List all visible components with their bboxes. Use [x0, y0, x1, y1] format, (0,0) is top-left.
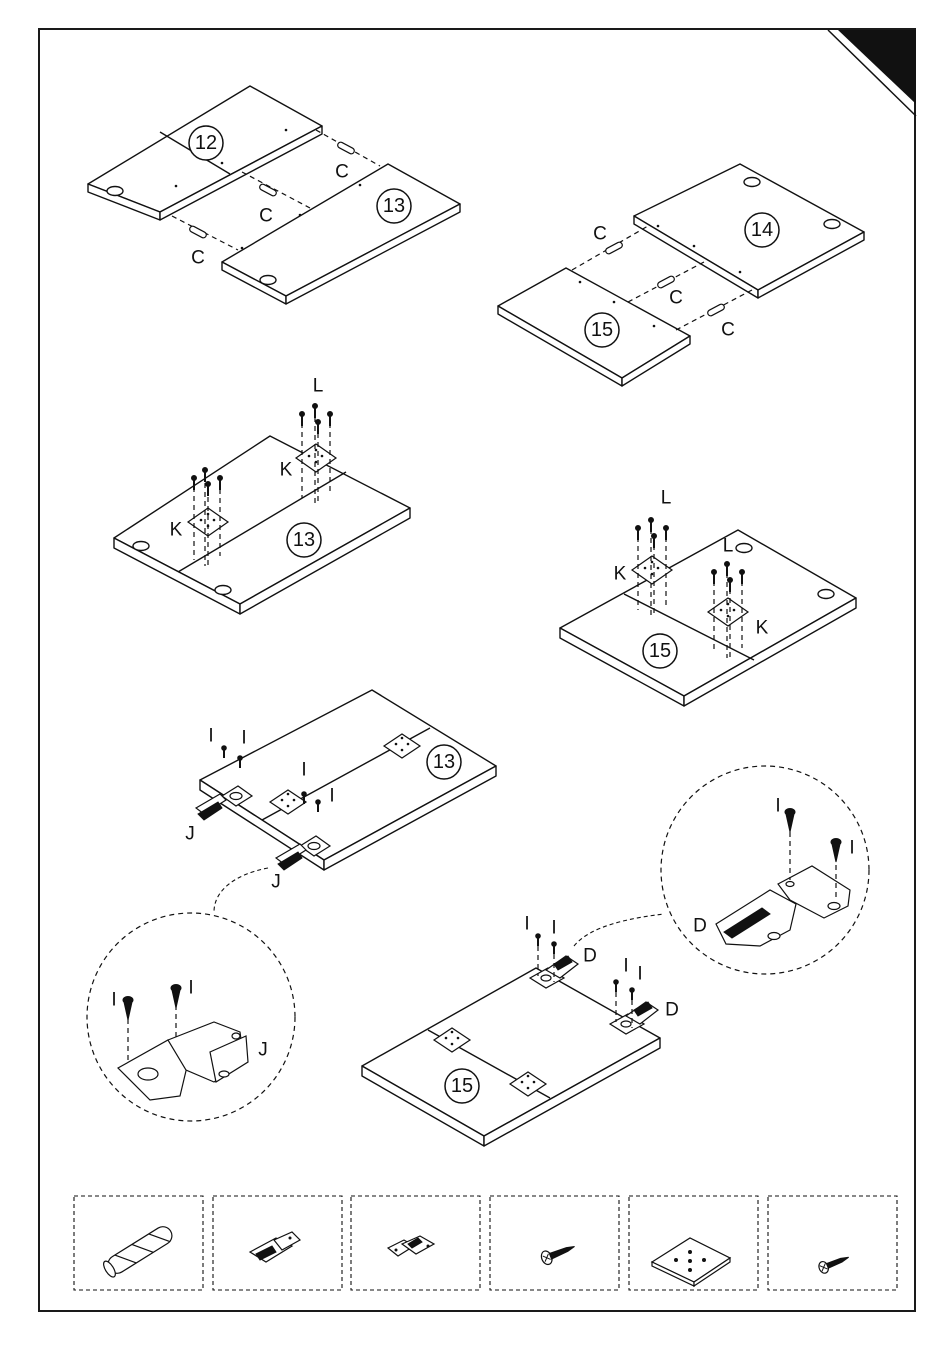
label-k: K — [614, 564, 627, 585]
label-k: K — [170, 520, 183, 541]
label-j: J — [271, 872, 281, 893]
parts-list — [74, 1196, 897, 1290]
label-i: I — [551, 918, 556, 939]
label-i: I — [301, 760, 306, 781]
label-d: D — [583, 946, 597, 967]
dowel-c-1 — [189, 225, 208, 239]
part-box-plate — [629, 1196, 758, 1290]
label-k: K — [756, 618, 769, 639]
step-3-hinges-13: I I I I J J 13 — [185, 690, 496, 893]
detail-callout-hinge-j: I I J — [87, 913, 295, 1121]
corner-tab — [838, 30, 916, 104]
step-1-panels-12-13: C C C 12 13 — [88, 86, 460, 304]
label-i: I — [329, 786, 334, 807]
label-d: D — [693, 916, 707, 937]
panel-number-13: 13 — [433, 751, 455, 773]
label-i: I — [524, 914, 529, 935]
step-3-hinges-15: I I I I D D 15 — [362, 914, 679, 1147]
step-1-panels-14-15: C C C 14 15 — [498, 164, 864, 386]
hinge-j-icon — [250, 1232, 300, 1262]
label-c: C — [335, 162, 349, 183]
label-j: J — [258, 1040, 268, 1061]
label-i: I — [623, 956, 628, 977]
label-l: L — [313, 376, 324, 397]
panel-number-13: 13 — [383, 195, 405, 217]
detail-callout-hinge-d: I I D — [661, 766, 869, 974]
part-box-screw — [490, 1196, 619, 1290]
panel-number-14: 14 — [751, 219, 773, 241]
label-i: I — [241, 728, 246, 749]
dowel-c-3 — [337, 141, 356, 155]
label-i: I — [637, 964, 642, 985]
panel-number-12: 12 — [195, 132, 217, 154]
label-j: J — [185, 824, 195, 845]
part-box-small-screw — [768, 1196, 897, 1290]
label-c: C — [191, 248, 205, 269]
part-box-hinge — [351, 1196, 480, 1290]
label-i: I — [775, 796, 780, 817]
part-box-dowel — [74, 1196, 203, 1290]
small-screw-icon — [817, 1252, 851, 1275]
dowel-c-4 — [605, 241, 624, 255]
mounting-plate-icon — [652, 1238, 730, 1286]
panel-number-15: 15 — [649, 640, 671, 662]
label-i: I — [208, 726, 213, 747]
label-i: I — [111, 990, 116, 1011]
label-l: L — [723, 536, 734, 557]
screw-icon — [539, 1240, 577, 1266]
part-box-hinge — [213, 1196, 342, 1290]
label-i: I — [188, 978, 193, 999]
panel-number-15: 15 — [451, 1075, 473, 1097]
dowel-icon — [101, 1223, 175, 1279]
label-d: D — [665, 1000, 679, 1021]
dowel-c-6 — [707, 303, 726, 317]
label-c: C — [721, 320, 735, 341]
step-2-plates-15: L L K K 15 — [560, 488, 856, 707]
label-c: C — [669, 288, 683, 309]
hinge-d-icon — [388, 1236, 434, 1256]
label-l: L — [661, 488, 672, 509]
panel-number-13: 13 — [293, 529, 315, 551]
label-k: K — [280, 460, 293, 481]
label-c: C — [593, 224, 607, 245]
panel-number-15: 15 — [591, 319, 613, 341]
label-i: I — [849, 838, 854, 859]
step-2-plates-13: L K K 13 — [114, 376, 410, 615]
label-c: C — [259, 206, 273, 227]
